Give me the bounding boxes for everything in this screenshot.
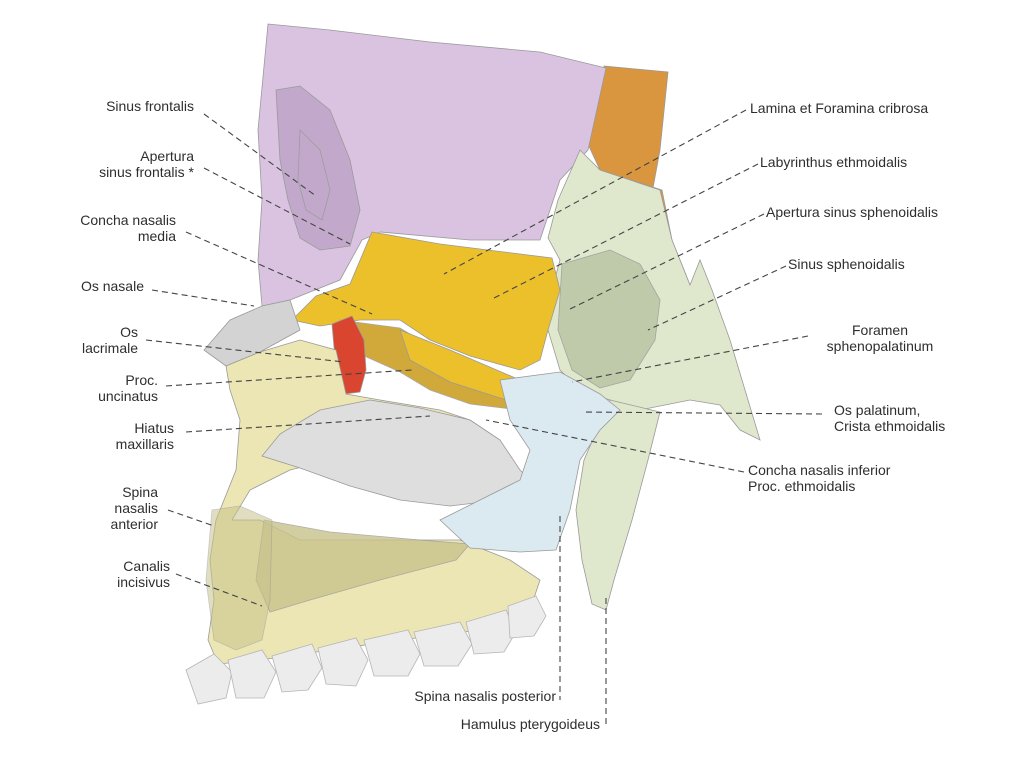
leader-spina-nasalis-anterior [167, 509, 215, 527]
label-sinus-frontalis: Sinus frontalis [106, 98, 194, 114]
tooth-6 [413, 621, 473, 667]
leader-concha-nasalis-media [185, 231, 373, 315]
tooth-4 [317, 637, 369, 687]
leader-sinus-frontalis [203, 113, 317, 197]
label-hiatus-maxillaris: Hiatus maxillaris [115, 420, 174, 452]
label-proc-uncinatus: Proc. uncinatus [98, 372, 158, 404]
tooth-3 [271, 643, 323, 693]
leader-os-palatinum-crista [581, 411, 823, 415]
leader-lines [145, 109, 823, 724]
teeth-row [185, 595, 547, 705]
label-concha-nasalis-inferior: Concha nasalis inferior Proc. ethmoidali… [748, 462, 891, 494]
label-foramen-sphenopalatinum: Foramen sphenopalatinum [826, 322, 934, 354]
label-hamulus-pterygoideus: Hamulus pterygoideus [460, 716, 600, 732]
label-os-nasale: Os nasale [80, 278, 144, 294]
frontal-sinus-inner [297, 129, 331, 221]
label-labyrinthus-ethmoidalis: Labyrinthus ethmoidalis [760, 154, 908, 170]
leader-proc-uncinatus [165, 369, 413, 387]
maxilla-anterior-spine [205, 505, 273, 651]
leader-lamina-foramina-cribrosa [443, 109, 747, 275]
leader-foramen-sphenopalatinum [571, 335, 809, 383]
leader-canalis-incisivus [175, 573, 263, 607]
label-canalis-incisivus: Canalis incisivus [117, 558, 170, 590]
label-spina-nasalis-posterior: Spina nasalis posterior [414, 688, 556, 704]
leader-sinus-sphenoidalis [647, 265, 787, 331]
label-apertura-sinus-sphenoidalis: Apertura sinus sphenoidalis [766, 204, 938, 220]
leader-os-nasale [151, 289, 255, 307]
tooth-7 [465, 609, 517, 655]
leader-os-lacrimale [145, 339, 345, 363]
label-os-lacrimale: Os lacrimale [81, 324, 138, 356]
bone-palatine [439, 371, 621, 553]
leader-concha-nasalis-inferior [485, 419, 745, 473]
tooth-1 [185, 653, 233, 705]
leader-apertura-sinus-sphenoidalis [567, 213, 765, 311]
sphenoid-sinus [557, 249, 661, 389]
tooth-5 [363, 629, 421, 677]
leader-apertura-sinus-frontalis [203, 167, 351, 245]
label-lamina-foramina-cribrosa: Lamina et Foramina cribrosa [750, 100, 929, 116]
bone-ethmoid [291, 231, 561, 371]
tooth-2 [227, 649, 277, 699]
label-apertura-sinus-frontalis: Apertura sinus frontalis * [99, 148, 194, 180]
tooth-8 [507, 595, 547, 639]
leader-hiatus-maxillaris [185, 415, 431, 433]
label-os-palatinum-crista: Os palatinum, Crista ethmoidalis [834, 402, 946, 434]
label-concha-nasalis-media: Concha nasalis media [80, 212, 176, 244]
label-sinus-sphenoidalis: Sinus sphenoidalis [788, 256, 905, 272]
label-spina-nasalis-anterior: Spina nasalis anterior [110, 484, 158, 532]
